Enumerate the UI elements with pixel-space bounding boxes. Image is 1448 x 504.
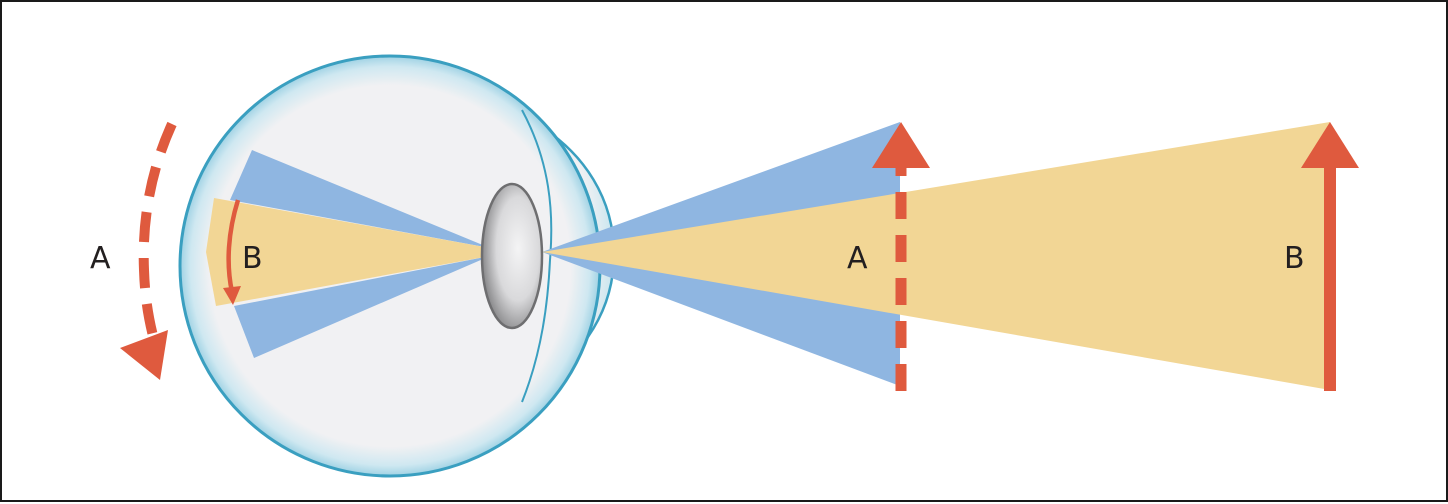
retina-image-arrow-a <box>138 121 177 342</box>
retina-image-arrowhead-a <box>120 330 168 380</box>
cornea-inner-line <box>521 109 553 403</box>
retina-yellow-cone <box>206 198 490 306</box>
object-arrowhead-a <box>872 122 930 168</box>
retina-blue-cone-lower <box>234 256 490 358</box>
label-retina-b: B <box>242 241 263 276</box>
retina-image-arrow-b <box>226 199 241 293</box>
object-yellow-cone <box>542 122 1330 390</box>
retina-blue-cone-upper <box>230 150 490 248</box>
retina-image-arrowhead-b <box>223 286 241 305</box>
lens <box>480 182 544 330</box>
label-retina-a: A <box>90 241 111 276</box>
object-arrowhead-b <box>1301 122 1359 168</box>
label-object-b: B <box>1284 241 1305 276</box>
label-object-a: A <box>847 241 868 276</box>
